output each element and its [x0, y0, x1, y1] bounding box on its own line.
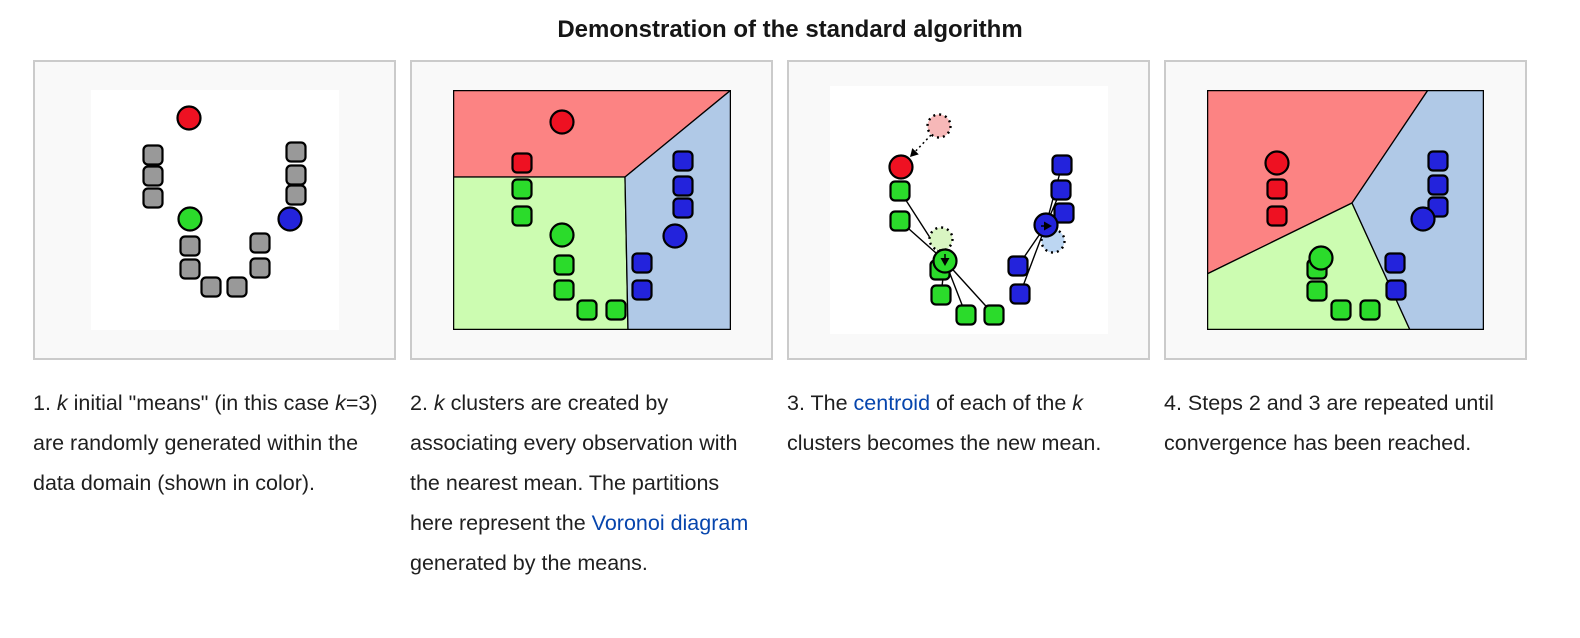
step-4-thumbnail[interactable]: [1207, 90, 1484, 330]
caption-text: k: [56, 391, 68, 415]
step-2-thumbnail[interactable]: [452, 90, 731, 330]
caption-text: k: [335, 391, 346, 415]
caption-text: =3) are randomly generated within the da…: [33, 391, 378, 495]
panel-step-3: [787, 60, 1150, 360]
caption-text: 2.: [410, 391, 434, 415]
caption-text: 1.: [33, 391, 57, 415]
caption-step-4: 4. Steps 2 and 3 are repeated until conv…: [1164, 383, 1527, 583]
caption-text: 4. Steps 2 and 3 are repeated until conv…: [1164, 391, 1494, 455]
caption-text: k: [1072, 391, 1084, 415]
step-1-thumbnail[interactable]: [90, 90, 339, 330]
caption-text: of each of the: [930, 391, 1073, 415]
caption-step-1: 1. k initial "means" (in this case k=3) …: [33, 383, 396, 583]
panel-step-2: [410, 60, 773, 360]
panel-step-4: [1164, 60, 1527, 360]
caption-text: generated by the means.: [410, 551, 648, 575]
caption-step-3: 3. The centroid of each of the k cluster…: [787, 383, 1150, 583]
panel-row: [33, 60, 1527, 360]
caption-step-2: 2. k clusters are created by associating…: [410, 383, 773, 583]
step-3-thumbnail[interactable]: [829, 86, 1108, 334]
caption-link[interactable]: Voronoi diagram: [591, 511, 749, 535]
caption-text: initial "means" (in this case: [67, 391, 336, 415]
caption-text: 3. The: [787, 391, 854, 415]
step-4-figure-svg: [1207, 90, 1484, 330]
caption-link[interactable]: centroid: [853, 391, 931, 415]
captions-row: 1. k initial "means" (in this case k=3) …: [33, 383, 1527, 583]
caption-text: k: [433, 391, 445, 415]
page-title: Demonstration of the standard algorithm: [557, 16, 1023, 43]
step-3-figure-svg: [829, 86, 1108, 334]
caption-text: clusters are created by associating ever…: [410, 391, 738, 535]
caption-text: clusters becomes the new mean.: [787, 431, 1102, 455]
panel-step-1: [33, 60, 396, 360]
step-1-figure-svg: [90, 90, 339, 330]
step-2-figure-svg: [452, 90, 731, 330]
